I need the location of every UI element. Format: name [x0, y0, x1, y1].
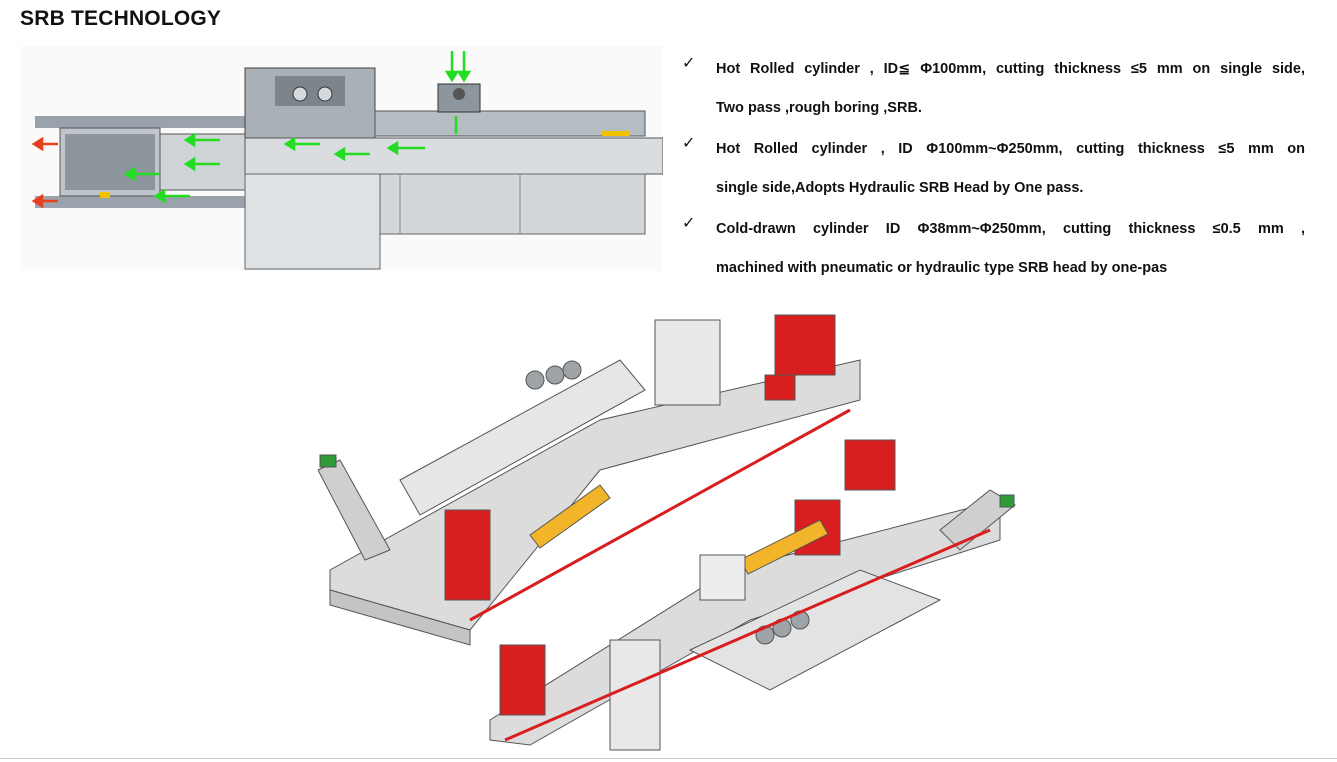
footer-divider [0, 758, 1337, 759]
bullet-item: ✓ Cold-drawn cylinder ID Φ38mm~Φ250mm, c… [680, 210, 1305, 288]
bullet-line: single side,Adopts Hydraulic SRB Head by… [716, 180, 1084, 196]
srb-cross-section-diagram [20, 46, 663, 271]
check-icon: ✓ [682, 213, 696, 232]
bullet-list: ✓ Hot Rolled cylinder , ID≦ Φ100mm, cutt… [680, 50, 1305, 290]
page-title: SRB TECHNOLOGY [20, 7, 222, 30]
bullet-line: Cold-drawn cylinder ID Φ38mm~Φ250mm, cut… [716, 221, 1305, 237]
check-icon: ✓ [682, 133, 696, 152]
bullet-line: machined with pneumatic or hydraulic typ… [716, 260, 1168, 276]
check-icon: ✓ [682, 53, 696, 72]
bullet-line: Two pass ,rough boring ,SRB. [716, 100, 922, 116]
bullet-line: Hot Rolled cylinder , ID Φ100mm~Φ250mm, … [716, 141, 1305, 157]
bullet-item: ✓ Hot Rolled cylinder , ID Φ100mm~Φ250mm… [680, 130, 1305, 208]
bullet-item: ✓ Hot Rolled cylinder , ID≦ Φ100mm, cutt… [680, 50, 1305, 128]
srb-machines-illustration [317, 314, 1016, 751]
machine-back [317, 314, 861, 646]
machine-front [489, 439, 1016, 751]
bullet-line: Hot Rolled cylinder , ID≦ Φ100mm, cuttin… [716, 61, 1305, 77]
